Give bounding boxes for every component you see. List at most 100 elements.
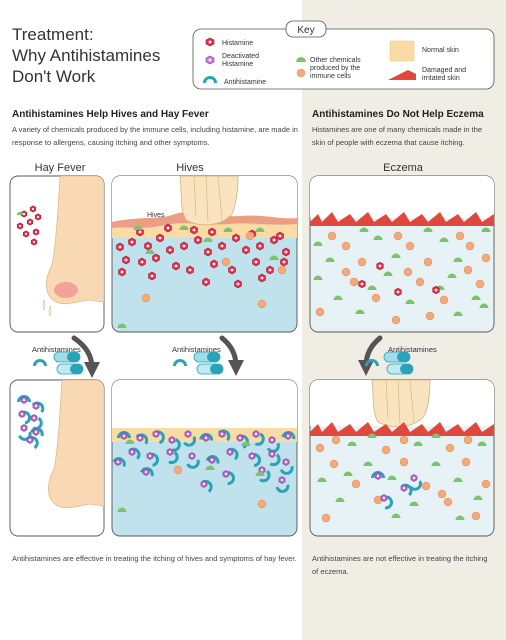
other-chemical-green <box>241 441 251 446</box>
antihistamine-molecule <box>155 430 165 445</box>
other-chemical-orange <box>463 265 473 275</box>
antihistamine-molecule <box>199 433 214 441</box>
other-chemical-green <box>391 513 401 518</box>
other-chemical-green <box>387 475 397 480</box>
other-chemical-green <box>335 497 345 502</box>
eczema-label: Eczema <box>383 162 423 174</box>
antihistamine-molecule <box>173 359 187 366</box>
antihistamine-molecule <box>33 359 47 366</box>
antihistamines-label-hay-fever: Antihistamines <box>32 345 81 354</box>
other-chemical-orange <box>425 311 435 321</box>
key-deactivated-line1: Deactivated <box>222 53 259 60</box>
other-chemical-orange <box>399 457 409 467</box>
left-section-text: A variety of chemicals produced by the i… <box>12 125 298 147</box>
irritated-nostril <box>54 282 78 298</box>
other-chemical-green <box>453 257 463 262</box>
other-chemical-orange <box>331 435 341 445</box>
other-chemical-green <box>313 241 323 246</box>
other-chemical-orange <box>351 479 361 489</box>
hay-fever-label: Hay Fever <box>34 162 86 174</box>
other-chemical-orange <box>455 231 465 241</box>
other-chemical-orange <box>173 465 183 475</box>
antihistamine-molecule <box>140 467 154 477</box>
other-chemical-green <box>145 249 155 254</box>
antihistamine-molecule <box>151 452 159 467</box>
other-chemical-orange <box>381 445 391 455</box>
other-chemical-green <box>367 433 377 438</box>
key-box <box>192 28 495 90</box>
other-chemical-orange <box>315 307 325 317</box>
other-chemical-orange <box>465 241 475 251</box>
other-chemical-green <box>453 477 463 482</box>
left-footer: Antihistamines are effective in treating… <box>12 554 297 563</box>
hives-chemicals-top <box>116 223 290 328</box>
other-chemical-green <box>117 323 127 328</box>
other-chemical-orange <box>357 257 367 267</box>
right-section-text: Histamines are one of many chemicals mad… <box>312 125 483 147</box>
other-chemical-green <box>343 471 353 476</box>
antihistamine-molecule <box>281 431 296 440</box>
other-chemical-green <box>477 441 487 446</box>
antihistamine-molecule <box>254 432 265 446</box>
other-chemical-green <box>125 439 135 444</box>
other-chemical-orange <box>445 443 455 453</box>
other-chemical-orange <box>415 277 425 287</box>
other-chemical-green <box>325 257 335 262</box>
other-chemical-green <box>413 441 423 446</box>
key-deactivated-line2: Histamine <box>222 61 253 68</box>
left-section-heading: Antihistamines Help Hives and Hay Fever <box>12 109 209 120</box>
antihistamine-molecule <box>30 427 44 437</box>
other-chemical-green <box>355 309 365 314</box>
antihistamine-molecule <box>168 451 179 465</box>
antihistamine-molecule <box>117 431 131 438</box>
other-chemical-orange <box>391 315 401 325</box>
other-chemical-green <box>203 237 213 242</box>
other-chemical-green <box>405 299 415 304</box>
other-chemical-green <box>16 211 24 215</box>
other-chemical-green <box>481 227 491 232</box>
other-chemical-orange <box>423 257 433 267</box>
key-heading: Key <box>297 25 314 36</box>
key-antihistamine-icon <box>203 76 217 83</box>
other-chemical-orange <box>471 511 481 521</box>
right-footer: Antihistamines are not effective in trea… <box>312 554 488 576</box>
eczema-panel-bottom <box>309 379 495 537</box>
eczema-damaged-skin-bottom <box>310 422 494 436</box>
eczema-chemicals-top <box>313 227 491 325</box>
antihistamine-molecule <box>258 470 271 483</box>
other-chemical-orange <box>437 489 447 499</box>
other-chemical-orange <box>327 231 337 241</box>
key-histamine-label: Histamine <box>222 40 253 47</box>
other-chemical-orange <box>245 231 255 241</box>
other-chemical-green <box>391 253 401 258</box>
other-chemical-green <box>383 271 393 276</box>
other-chemical-orange <box>341 267 351 277</box>
other-chemical-green <box>205 465 215 470</box>
eczema-chemicals-bottom <box>315 433 491 523</box>
arrow-eczema <box>358 335 383 376</box>
other-chemical-green <box>117 507 127 512</box>
other-chemical-green <box>473 495 483 500</box>
other-chemical-orange <box>481 479 491 489</box>
other-chemical-orange <box>405 241 415 251</box>
key-other-orange-icon <box>296 68 306 78</box>
antihistamine-molecule <box>183 435 197 447</box>
other-chemical-green <box>431 461 441 466</box>
antihistamine-molecule <box>171 438 181 452</box>
other-chemical-green <box>255 471 265 476</box>
other-chemical-green <box>317 477 327 482</box>
other-chemical-green <box>367 285 377 290</box>
nose-illustration <box>46 176 104 305</box>
hives-panel-top: Hives <box>111 175 298 333</box>
other-chemical-orange <box>329 459 339 469</box>
key-heading-box <box>285 20 327 38</box>
other-chemical-green <box>471 295 481 300</box>
other-chemical-orange <box>463 435 473 445</box>
other-chemical-orange <box>443 497 453 507</box>
other-chemical-green <box>423 227 433 232</box>
other-chemical-orange <box>257 499 267 509</box>
